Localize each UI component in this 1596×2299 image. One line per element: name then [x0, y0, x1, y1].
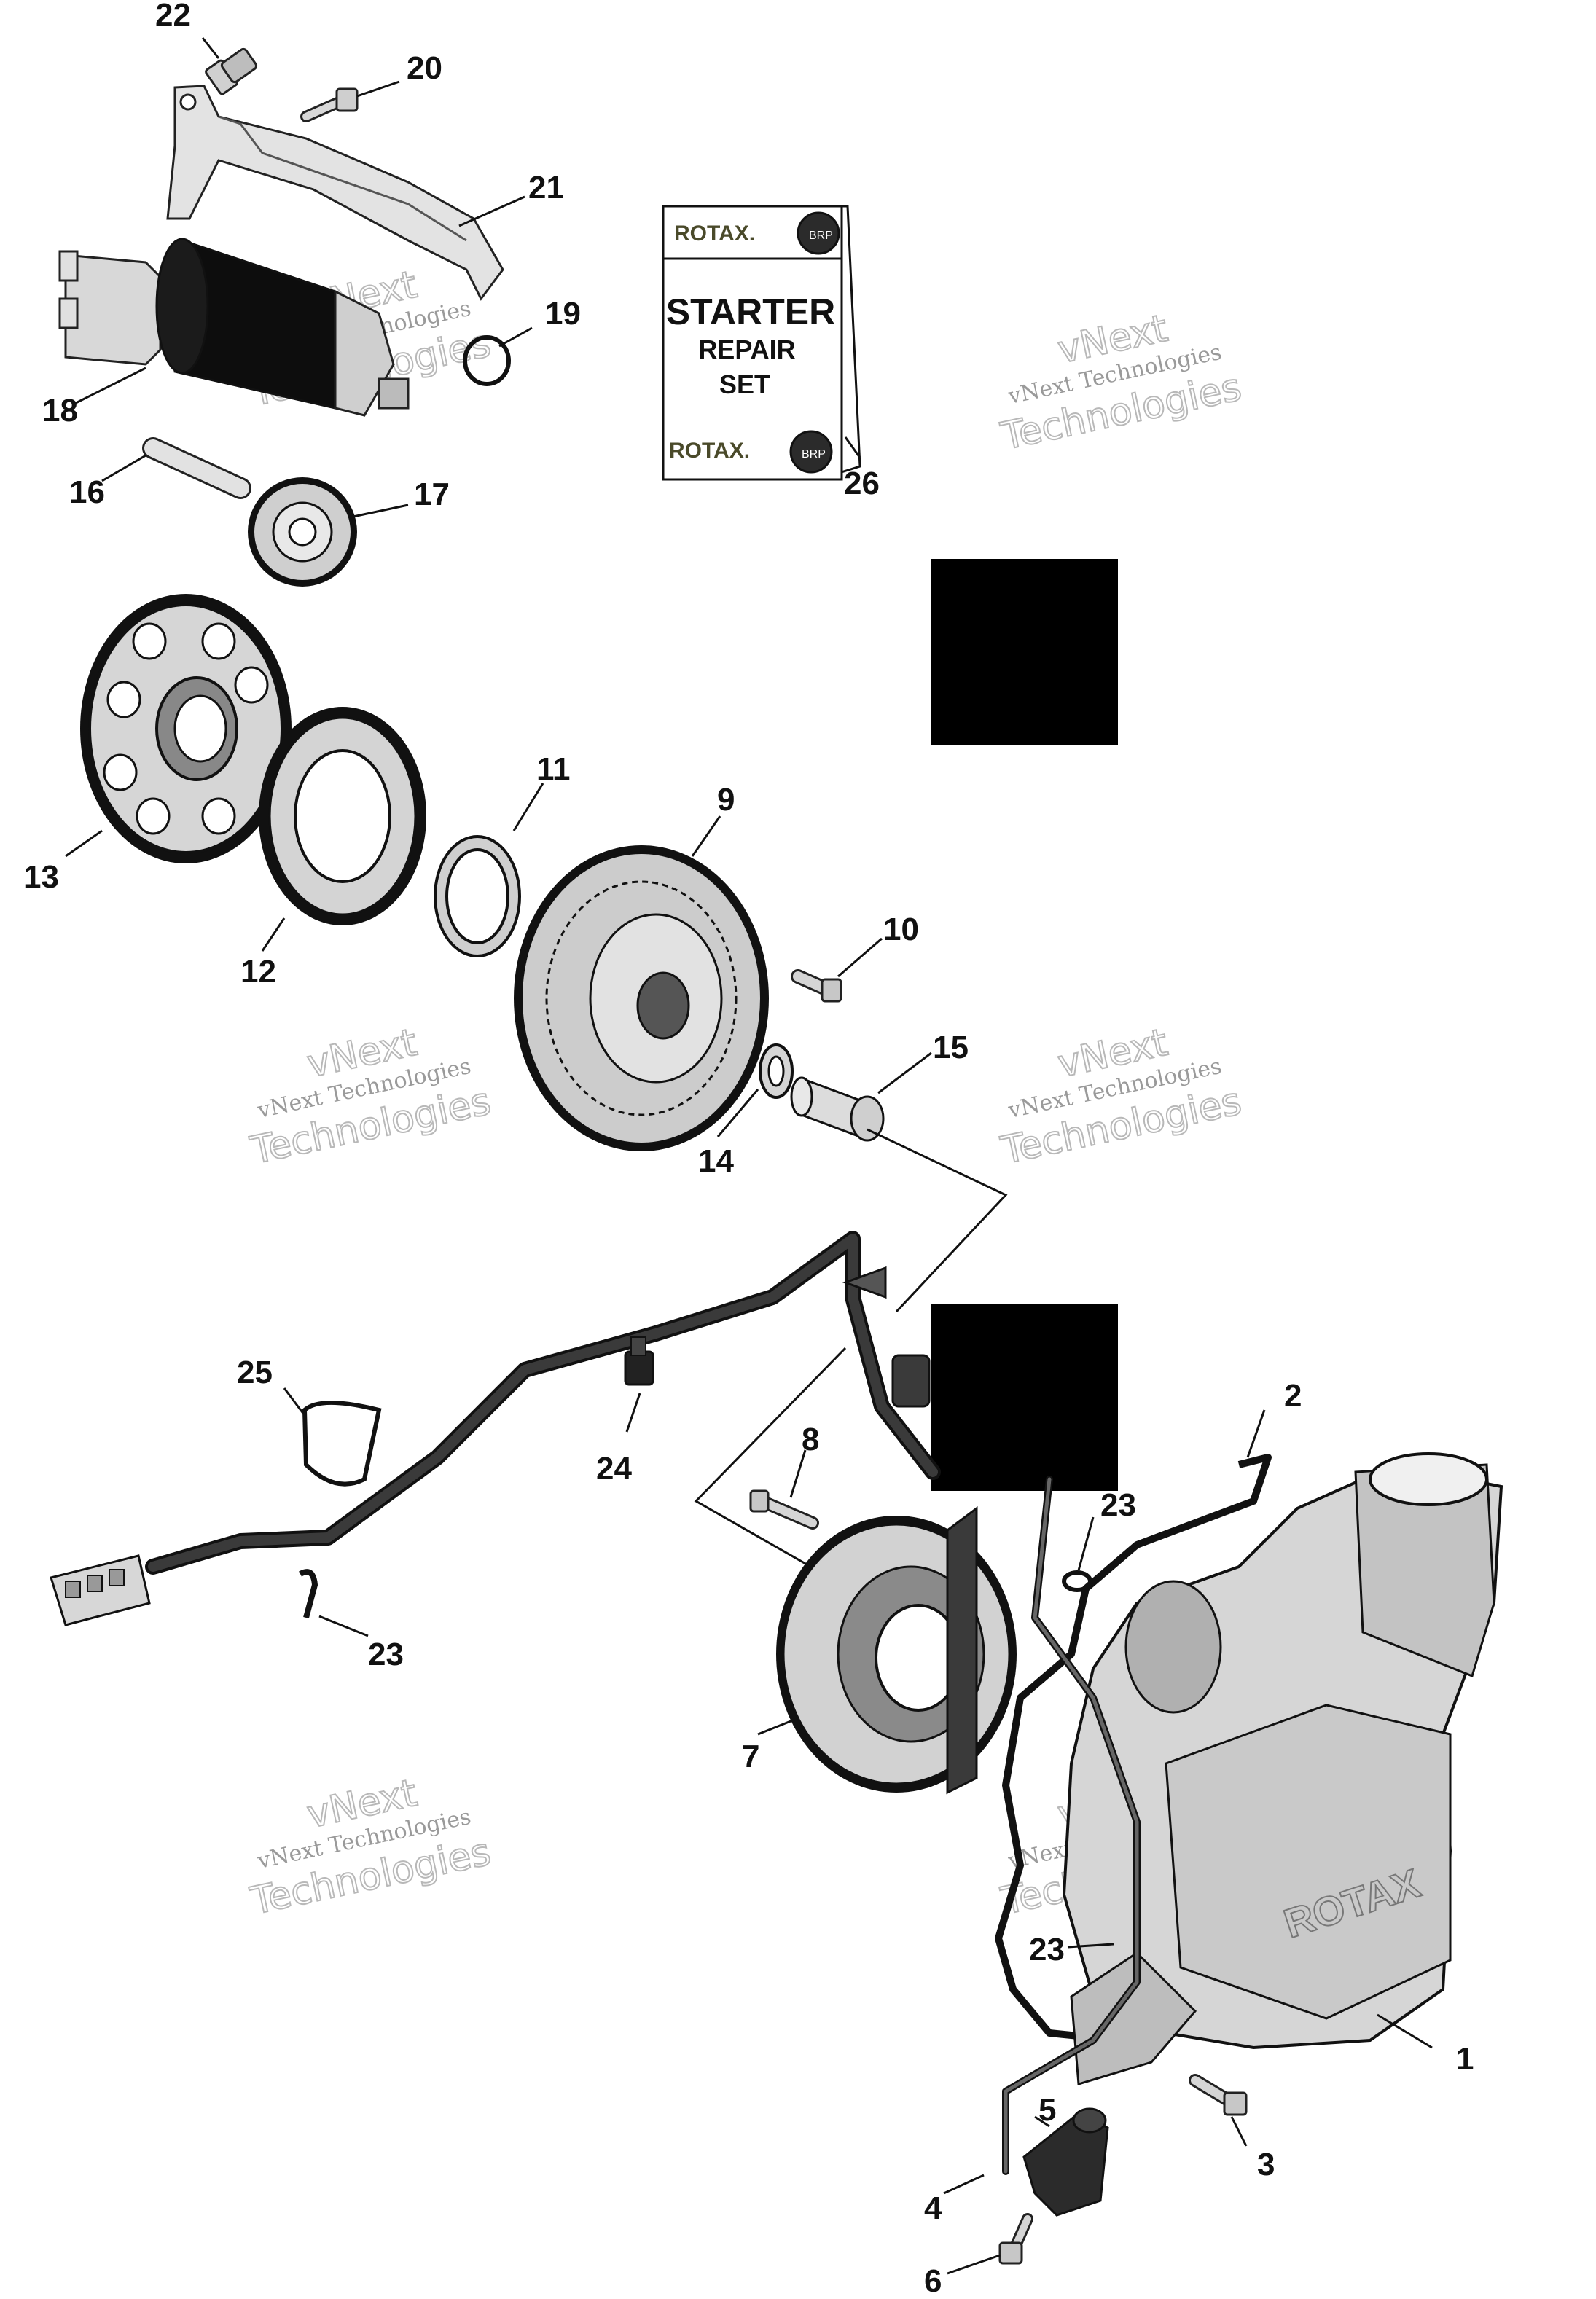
callout-16: 16: [69, 474, 105, 510]
callout-14: 14: [698, 1143, 734, 1179]
callout-1: 1: [1456, 2041, 1474, 2077]
sprag-clutch-12: [259, 707, 426, 925]
callout-19: 19: [545, 296, 581, 332]
bolt-8: [749, 1489, 819, 1530]
svg-text:BRP: BRP: [802, 448, 826, 461]
callout-21: 21: [528, 170, 564, 205]
callout-12: 12: [240, 954, 276, 990]
callout-23-lower: 23: [1029, 1932, 1065, 1967]
watermark-5: vNext vNext Technologies Technologies: [246, 1771, 495, 1924]
callout-numbers: 22 20 21 19 18 16 17 26 13 12 11 9 10 15…: [23, 0, 1474, 2299]
callout-23-upper: 23: [1100, 1487, 1136, 1523]
card-brand-bottom: ROTAX.: [669, 439, 750, 463]
assembly-leader-lines: [694, 1128, 1008, 1575]
flywheel-9: [514, 845, 769, 1151]
card-line-set: SET: [719, 369, 770, 399]
callout-13: 13: [23, 859, 59, 895]
retaining-loop-25: [302, 1401, 382, 1487]
callout-3: 3: [1257, 2147, 1275, 2182]
watermark-4: vNext vNext Technologies Technologies: [996, 1020, 1245, 1174]
callout-17: 17: [414, 477, 450, 512]
screw-22: [205, 47, 258, 95]
bearing-11: [434, 835, 521, 957]
bolt-6: [998, 2213, 1033, 2265]
watermark-3: vNext vNext Technologies Technologies: [246, 1020, 495, 1174]
sensor-5: [1022, 2107, 1109, 2217]
callout-8: 8: [802, 1422, 819, 1457]
washer-14: [759, 1043, 794, 1099]
bolt-3: [1189, 2074, 1248, 2116]
callout-20: 20: [407, 50, 442, 86]
card-title: STARTER: [666, 291, 835, 332]
bushing-15: [790, 1076, 885, 1142]
callout-18: 18: [42, 393, 78, 428]
crankcase-cover-1: ROTAX: [1062, 1452, 1503, 2085]
bolt-10: [791, 969, 842, 1003]
o-ring-19: [463, 335, 511, 386]
starter-bracket-21: [166, 85, 504, 301]
callout-9: 9: [717, 782, 735, 818]
cable-tie-23-left: [299, 1569, 318, 1619]
callout-6: 6: [924, 2263, 942, 2299]
pin-16: [142, 437, 251, 499]
brp-badge-top: [797, 211, 840, 255]
callout-11: 11: [536, 751, 571, 787]
svg-text:BRP: BRP: [809, 230, 833, 242]
callout-10: 10: [883, 912, 919, 947]
callout-23-left: 23: [368, 1637, 404, 1672]
card-line-repair: REPAIR: [698, 334, 795, 364]
callout-15: 15: [933, 1030, 969, 1065]
harness-connector: [50, 1554, 151, 1626]
callout-2: 2: [1284, 1378, 1302, 1414]
stator-7: [776, 1506, 1017, 1795]
callout-25: 25: [237, 1355, 273, 1390]
redaction-box-upper: [931, 559, 1118, 745]
callout-24: 24: [596, 1451, 632, 1487]
callout-5: 5: [1038, 2092, 1056, 2128]
callout-7: 7: [742, 1739, 759, 1774]
watermark-2: vNext vNext Technologies Technologies: [996, 306, 1245, 460]
double-gear-17: [248, 477, 357, 587]
clip-24: [624, 1336, 654, 1386]
starter-repair-set-card-26: ROTAX. BRP STARTER REPAIR SET ROTAX. BRP: [662, 205, 861, 481]
redaction-box-lower: [931, 1304, 1118, 1491]
bolt-20: [300, 87, 359, 122]
card-brand-top: ROTAX.: [674, 222, 755, 246]
starter-motor-18: [58, 238, 410, 417]
callout-4: 4: [924, 2190, 942, 2226]
callout-26: 26: [844, 466, 880, 501]
wiring-harness: [145, 1231, 941, 1575]
starter-gear-13: [80, 594, 292, 863]
callout-leader-lines: [65, 37, 1433, 2275]
callout-22: 22: [155, 0, 191, 33]
brp-badge-bottom: [789, 430, 833, 474]
